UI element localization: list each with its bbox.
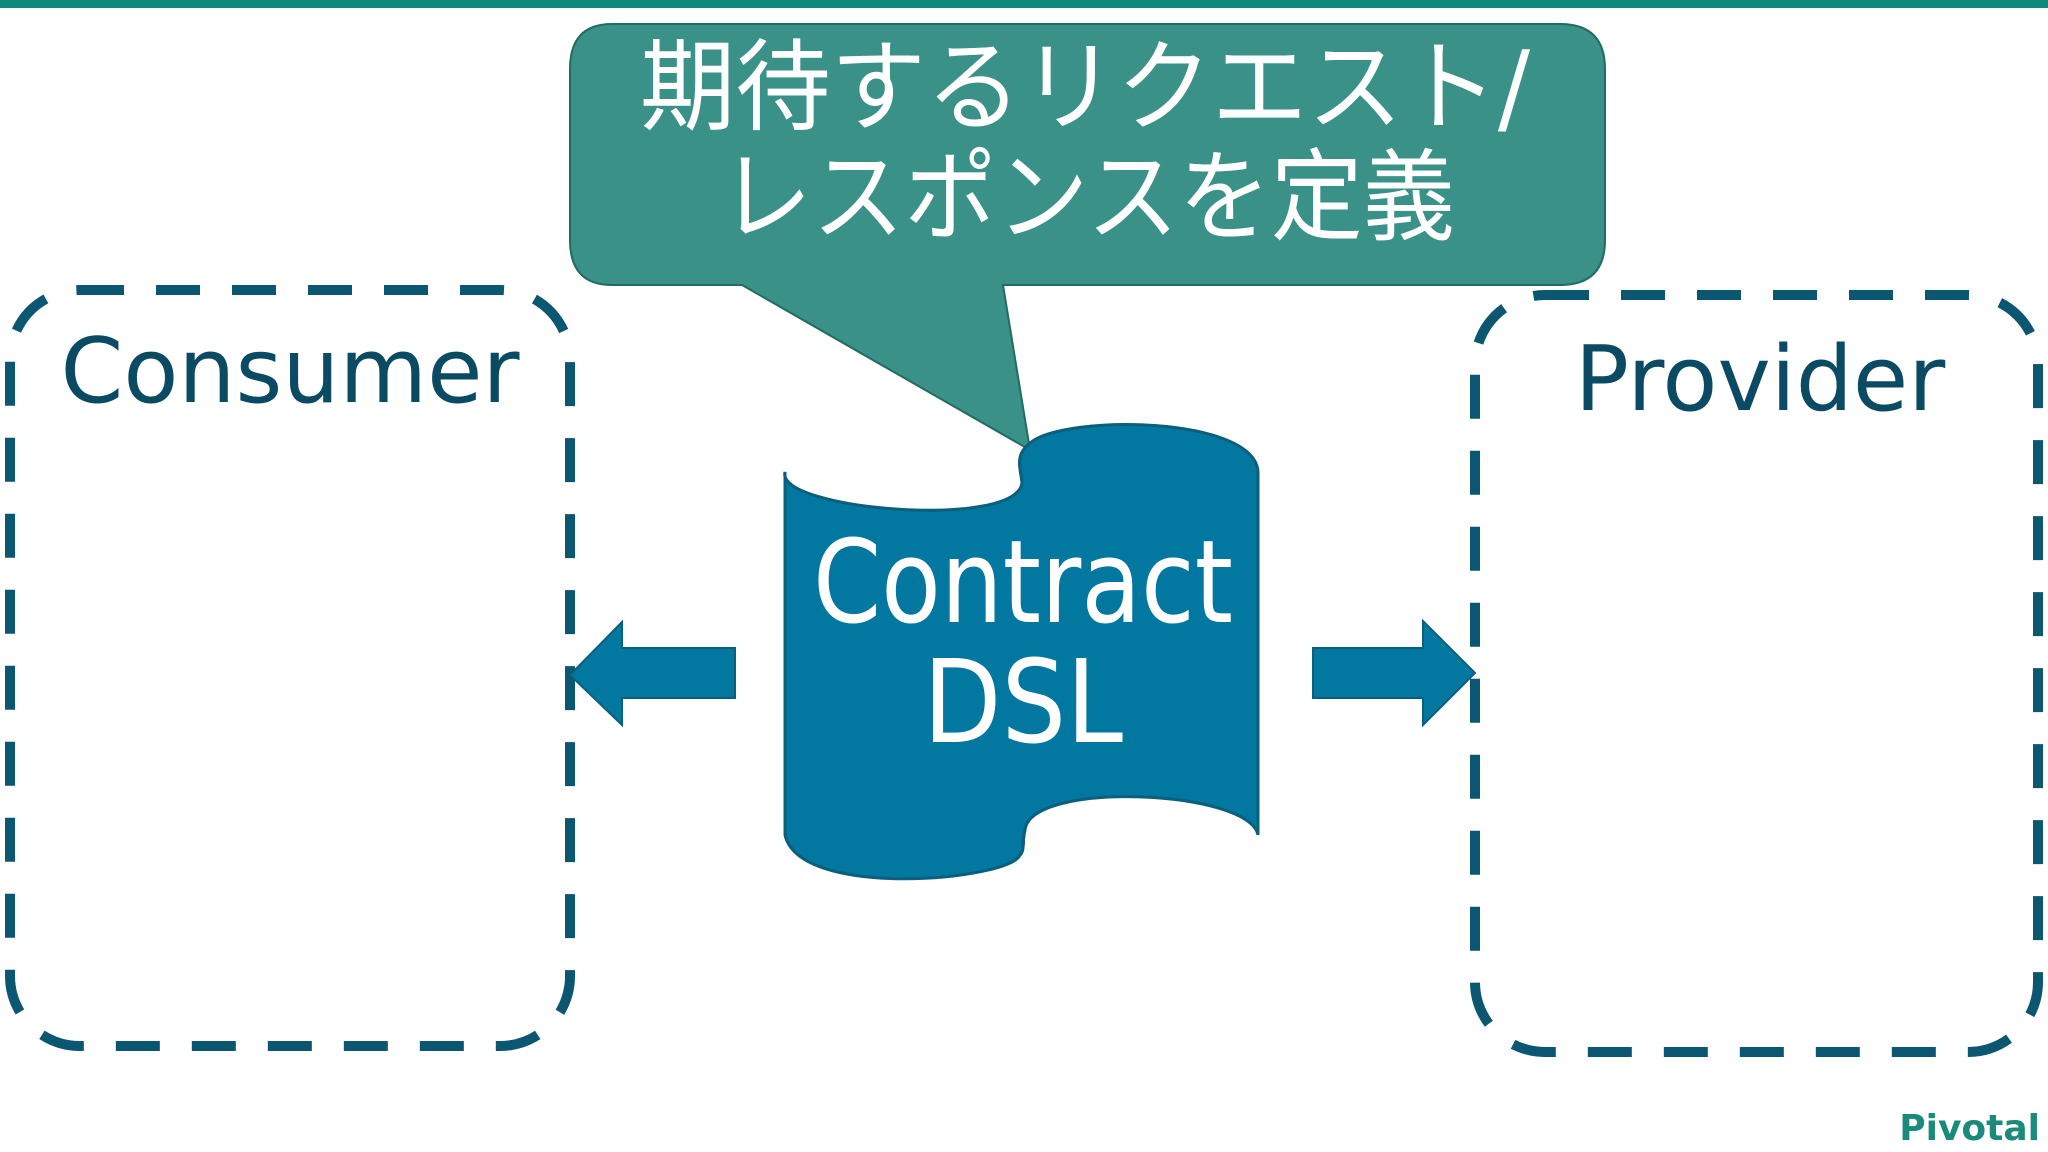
provider-label: Provider	[1575, 327, 1946, 432]
consumer-box	[5, 285, 575, 1051]
contract-label-line1: Contract	[813, 516, 1233, 650]
callout-text-line2: レスポンスを定義	[720, 139, 1455, 256]
provider-box	[1470, 290, 2043, 1057]
consumer-label: Consumer	[61, 319, 520, 424]
cylinder-top-fold	[1018, 441, 1031, 483]
pivotal-logo: Pivotal	[1899, 1108, 2040, 1149]
cylinder-bottom-fold	[1018, 829, 1027, 857]
contract-label-line2: DSL	[923, 636, 1123, 770]
contract-cylinder	[783, 423, 1260, 881]
top-accent-bar	[0, 0, 2048, 8]
callout-text-line1: 期待するリクエスト/	[640, 29, 1530, 146]
callout-bubble	[569, 23, 1606, 452]
arrow-to-consumer	[568, 619, 736, 728]
arrow-to-provider	[1312, 618, 1477, 728]
